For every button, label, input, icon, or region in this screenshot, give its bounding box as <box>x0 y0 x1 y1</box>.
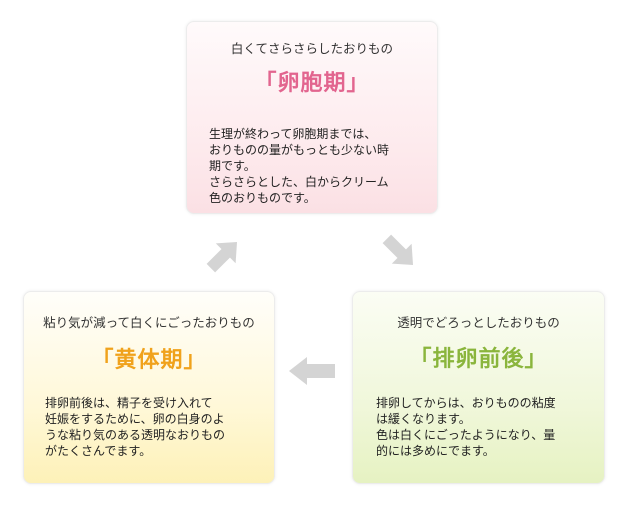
description-line: 的には多めにでます。 <box>376 444 495 458</box>
description-line: 排卵前後は、精子を受け入れて <box>45 396 213 410</box>
description-line: 生理が終わって卵胞期までは、 <box>209 127 377 141</box>
arrow-down-right-icon <box>382 234 414 266</box>
description-line: うな粘り気のある透明なおりもの <box>45 428 226 442</box>
phase-title: 「卵胞期」 <box>254 71 370 96</box>
description-line: おりものの量がもっとも少ない時 <box>209 143 390 157</box>
phase-description: 排卵前後は、精子を受け入れて 妊娠をするために、卵の白身のよ うな粘り気のある透… <box>45 395 225 459</box>
description-line: がたくさんでます。 <box>45 444 152 458</box>
description-line: 色のおりものです。 <box>209 191 316 205</box>
phase-title: 「黄体期」 <box>91 348 207 373</box>
around-ovulation-phase-card: 透明でどろっとしたおりもの 「排卵前後」 排卵してからは、おりものの粘度 は緩く… <box>352 291 605 484</box>
arrow-up-right-icon <box>206 241 238 273</box>
description-line: 妊娠をするために、卵の白身のよ <box>45 412 225 426</box>
arrow-left-icon <box>289 357 335 385</box>
phase-description: 生理が終わって卵胞期までは、 おりものの量がもっとも少ない時 期です。 さらさら… <box>209 126 389 206</box>
description-line: さらさらとした、白からクリーム <box>209 175 389 189</box>
phase-title: 「排卵前後」 <box>409 347 548 372</box>
description-line: 期です。 <box>209 159 256 173</box>
luteal-phase-card: 粘り気が減って白くにごったおりもの 「黄体期」 排卵前後は、精子を受け入れて 妊… <box>23 291 275 484</box>
phase-subtitle: 透明でどろっとしたおりもの <box>397 315 560 330</box>
description-line: 排卵してからは、おりものの粘度 <box>376 396 556 410</box>
phase-subtitle: 粘り気が減って白くにごったおりもの <box>43 315 255 330</box>
phase-description: 排卵してからは、おりものの粘度 は緩くなります。 色は白くにごったようになり、量… <box>376 395 556 459</box>
description-line: 色は白くにごったようになり、量 <box>376 428 556 442</box>
phase-subtitle: 白くてさらさらしたおりもの <box>230 41 394 56</box>
ovulation-phase-card: 白くてさらさらしたおりもの 「卵胞期」 生理が終わって卵胞期までは、 おりものの… <box>186 21 438 214</box>
description-line: は緩くなります。 <box>376 412 471 426</box>
